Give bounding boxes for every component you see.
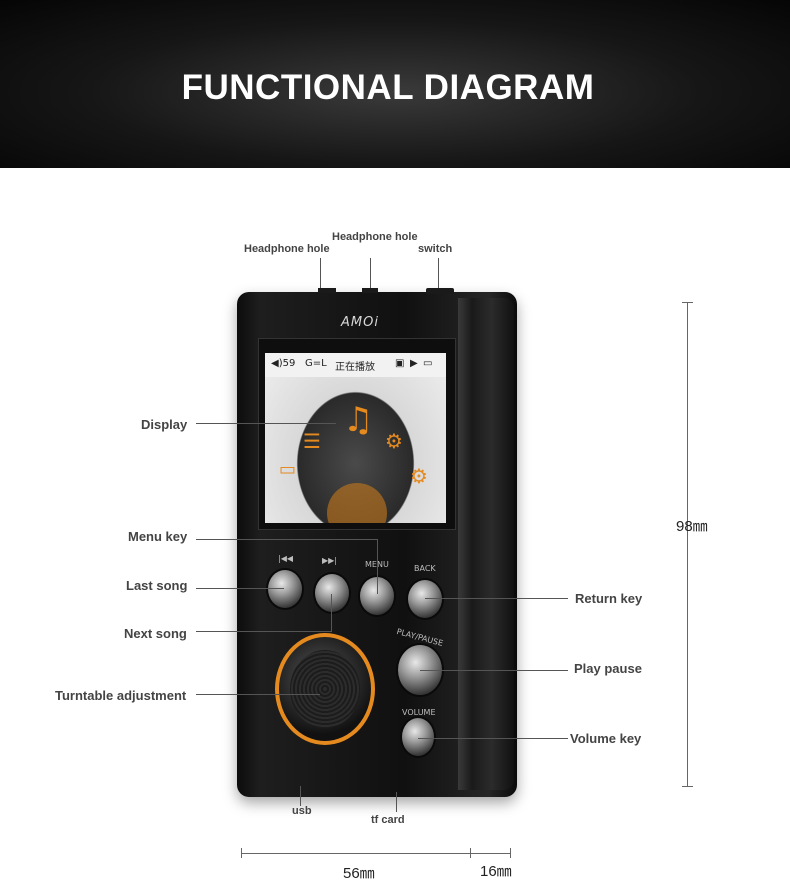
height-tick-bottom xyxy=(682,786,693,787)
volume-button[interactable] xyxy=(402,718,434,756)
volume-readout: ◀)59 xyxy=(271,358,296,369)
play-state: 正在播放 xyxy=(335,362,375,373)
headphone-hole-label-2: Headphone hole xyxy=(332,231,418,243)
width-tick-right xyxy=(510,848,511,858)
next-label: ▶▶| xyxy=(322,556,337,565)
height-dimension: 98㎜ xyxy=(676,518,708,535)
leader-last xyxy=(196,588,284,589)
width-tick-left xyxy=(241,848,242,858)
menu-label: MENU xyxy=(365,560,389,569)
battery-icon: ▭ xyxy=(423,358,433,369)
next-song-button[interactable] xyxy=(315,574,349,612)
leader-tf xyxy=(396,792,397,812)
leader-menu-v xyxy=(377,539,378,594)
playlist-icon: ☰ xyxy=(303,429,321,453)
leader-volume xyxy=(418,738,568,739)
leader-menu xyxy=(196,539,378,540)
height-dimension-line xyxy=(687,302,688,787)
volume-label: VOLUME xyxy=(402,708,436,717)
last-song-label: Last song xyxy=(126,578,188,593)
depth-dimension: 16㎜ xyxy=(480,863,512,880)
header-banner: FUNCTIONAL DIAGRAM xyxy=(0,0,790,168)
leader-usb xyxy=(300,786,301,806)
leader-turntable xyxy=(196,694,320,695)
leader-play xyxy=(420,670,568,671)
player-side-panel xyxy=(458,298,514,790)
settings-music-icon: ⚙ xyxy=(410,464,428,488)
width-dimension-line xyxy=(241,853,511,854)
return-key-label: Return key xyxy=(575,591,643,606)
menu-graphic: ♫ ☰ ⚙ ▭ ⚙ xyxy=(279,400,428,523)
leader-display xyxy=(196,423,336,424)
lock-icon: ▣ xyxy=(395,358,405,369)
headphone-hole-label-1: Headphone hole xyxy=(244,243,330,255)
volume-key-label: Volume key xyxy=(570,731,642,746)
last-song-button[interactable] xyxy=(268,570,302,608)
usb-label: usb xyxy=(292,805,312,817)
leader-return xyxy=(425,598,568,599)
leader-next-v xyxy=(331,594,332,631)
width-dimension: 56㎜ xyxy=(343,865,375,882)
page-title: FUNCTIONAL DIAGRAM xyxy=(181,68,595,107)
folder-icon: ▭ xyxy=(279,459,296,480)
play-icon: ▶ xyxy=(410,358,418,369)
leader-headphone-1 xyxy=(320,258,321,288)
height-tick-top xyxy=(682,302,693,303)
headphone-port-2 xyxy=(362,288,378,293)
width-tick-mid xyxy=(470,848,471,858)
brand-logo: AMOi xyxy=(341,315,379,330)
next-song-label: Next song xyxy=(124,626,187,641)
power-switch xyxy=(426,288,454,294)
tf-card-label: tf card xyxy=(371,814,405,826)
headphone-port-1 xyxy=(318,288,336,293)
music-note-icon: ♫ xyxy=(343,400,373,440)
switch-label: switch xyxy=(418,243,453,255)
menu-key-label: Menu key xyxy=(128,529,188,544)
leader-switch xyxy=(438,258,439,288)
turntable-wheel[interactable] xyxy=(290,650,360,728)
leader-headphone-2 xyxy=(370,258,371,288)
back-label: BACK xyxy=(414,564,436,573)
prev-label: |◀◀ xyxy=(278,554,293,563)
turntable-label: Turntable adjustment xyxy=(55,688,187,703)
settings-icon: ⚙ xyxy=(385,429,403,453)
status-bar: ◀)59 G=L 正在播放 ▣ ▶ ▭ xyxy=(265,353,446,377)
back-button[interactable] xyxy=(408,580,442,618)
play-pause-label: Play pause xyxy=(574,661,642,676)
eq-readout: G=L xyxy=(305,358,327,369)
display-label: Display xyxy=(141,417,188,432)
leader-next xyxy=(196,631,332,632)
display-screen: ♫ ☰ ⚙ ▭ ⚙ xyxy=(265,353,446,523)
